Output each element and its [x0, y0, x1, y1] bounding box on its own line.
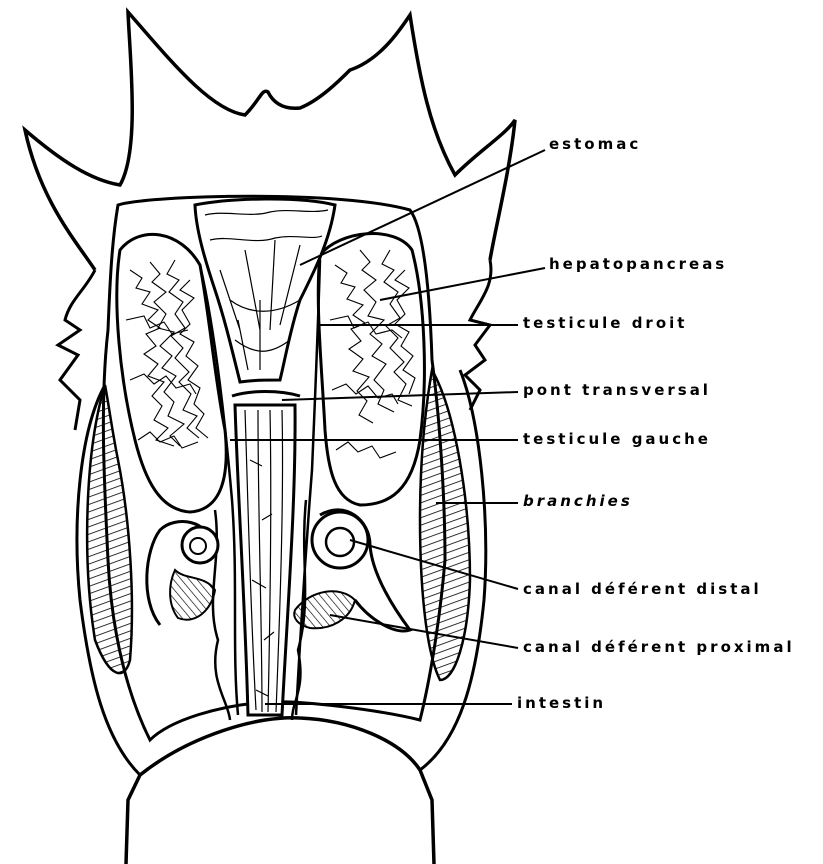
- left-vas-deferens: [147, 522, 218, 625]
- label-branchies: branchies: [523, 492, 633, 510]
- leader-canal-deferent-proximal: [330, 615, 518, 648]
- label-estomac: estomac: [549, 135, 641, 153]
- right-gills: [420, 370, 470, 680]
- label-hepatopancreas: hepatopancreas: [549, 255, 727, 273]
- label-canal-deferent-distal: canal déférent distal: [523, 580, 762, 598]
- left-side-spines: [58, 270, 95, 430]
- right-hepatopancreas: [318, 234, 424, 505]
- label-intestin: intestin: [517, 694, 606, 712]
- label-testicule-gauche: testicule gauche: [523, 430, 711, 448]
- transverse-bridge: [232, 392, 300, 397]
- label-testicule-droit: testicule droit: [523, 314, 687, 332]
- label-canal-deferent-proximal: canal déférent proximal: [523, 638, 795, 656]
- abdomen-segment: [126, 718, 434, 864]
- right-vas-deferens: [294, 510, 410, 631]
- left-gills: [87, 385, 132, 673]
- label-pont-transversal: pont transversal: [523, 381, 711, 399]
- intestine: [235, 405, 295, 715]
